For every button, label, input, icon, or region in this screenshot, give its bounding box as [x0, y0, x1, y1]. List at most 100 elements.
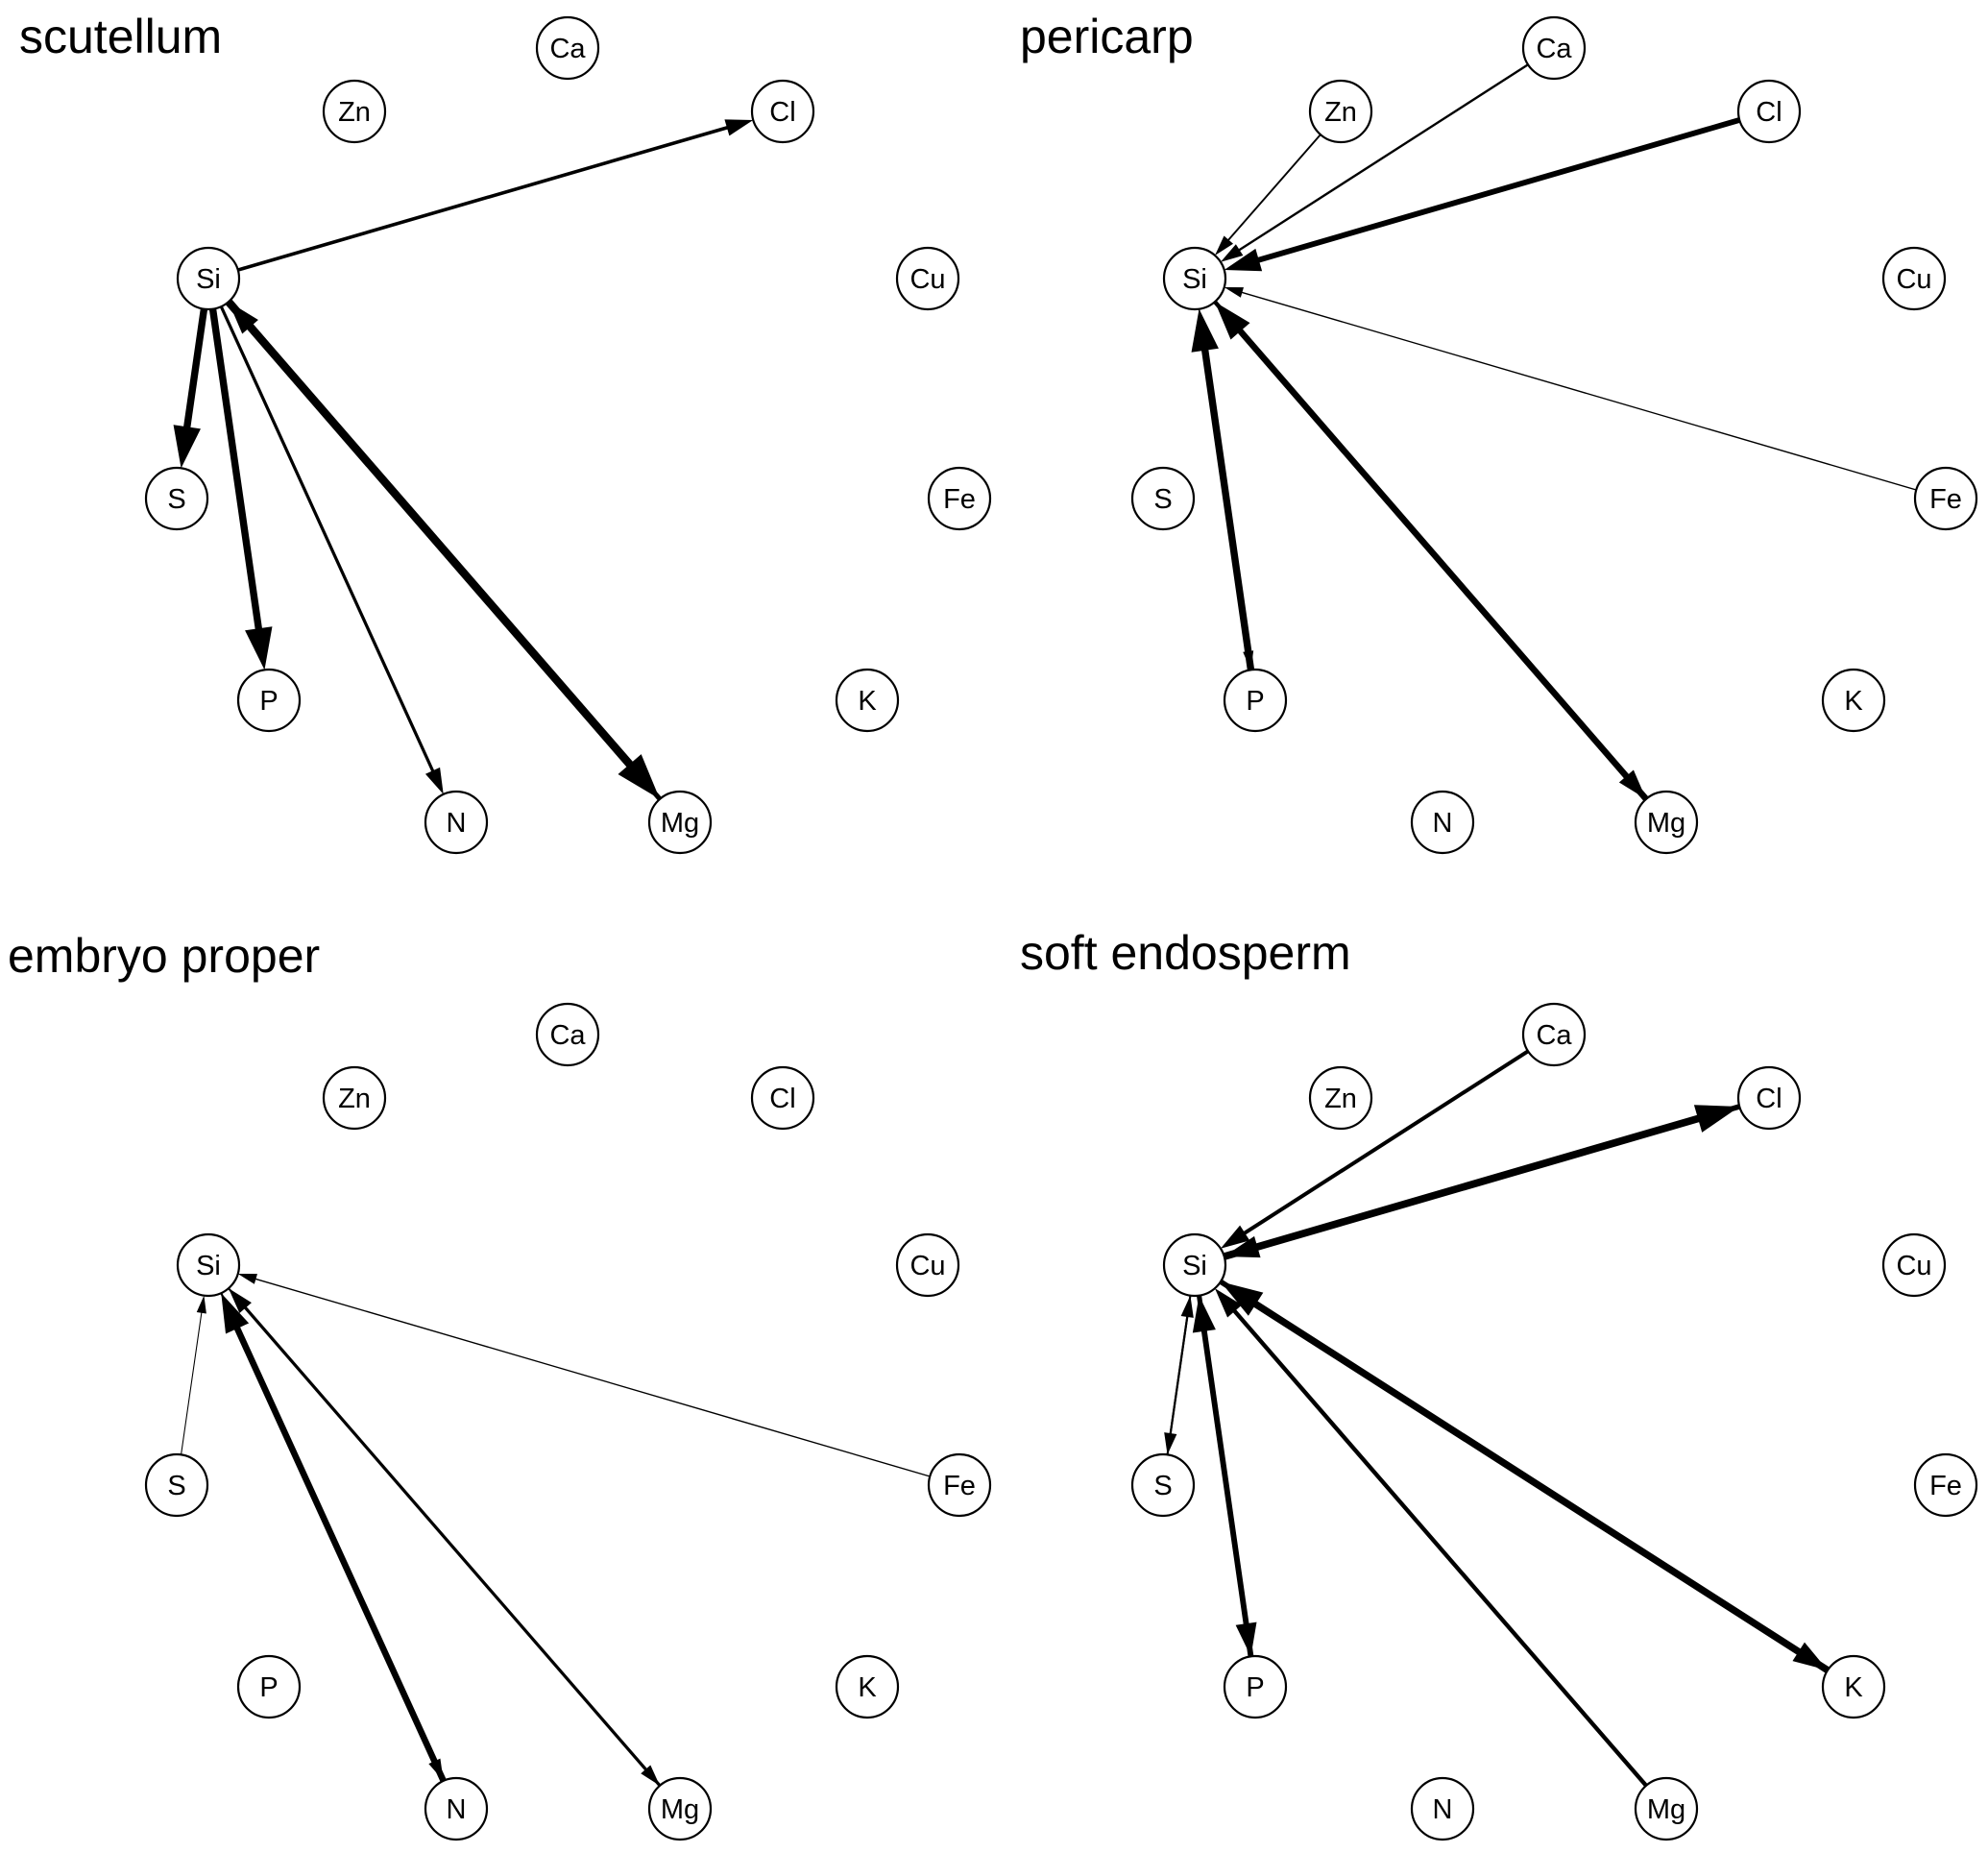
node-label: N: [447, 1794, 467, 1825]
node-si: Si: [176, 1232, 241, 1298]
node-label: Ca: [549, 1020, 586, 1051]
node-fe: Fe: [1913, 1452, 1978, 1518]
node-zn: Zn: [1308, 79, 1373, 144]
node-label: Si: [196, 264, 221, 295]
edge-line: [1213, 300, 1630, 779]
arrowhead: [724, 119, 754, 136]
node-s: S: [144, 1452, 209, 1518]
node-label: Fe: [943, 484, 976, 515]
node-circle: [1821, 668, 1886, 733]
node-circle: [535, 15, 600, 81]
edge-mg-to-si: [1214, 1288, 1648, 1788]
node-circle: [647, 790, 713, 855]
node-label: Cu: [1896, 264, 1931, 295]
node-label: Mg: [1647, 808, 1685, 839]
edge-line: [1219, 1279, 1802, 1655]
arrowhead: [1618, 769, 1647, 799]
arrowhead: [1220, 1225, 1250, 1249]
edge-s-to-si: [181, 1295, 206, 1455]
node-si: Si: [1162, 246, 1227, 311]
arrowhead: [221, 1293, 250, 1334]
node-n: N: [1410, 1776, 1475, 1841]
node-circle: [1913, 466, 1978, 531]
node-label: Mg: [661, 808, 699, 839]
node-ca: Ca: [535, 15, 600, 81]
node-circle: [1521, 15, 1587, 81]
node-circle: [1521, 1002, 1587, 1067]
arrowhead: [1224, 286, 1244, 298]
node-label: Mg: [1647, 1794, 1685, 1825]
edge-line: [1231, 1308, 1648, 1788]
node-circle: [750, 1065, 815, 1131]
node-p: P: [236, 1654, 302, 1719]
arrowhead: [1164, 1432, 1177, 1455]
arrowhead: [228, 302, 258, 334]
node-label: Si: [196, 1251, 221, 1281]
node-ca: Ca: [1521, 1002, 1587, 1067]
node-p: P: [1223, 1654, 1288, 1719]
node-label: S: [167, 484, 185, 515]
edge-line: [1254, 1104, 1741, 1251]
node-label: Si: [1182, 1251, 1207, 1281]
node-label: Zn: [338, 97, 371, 128]
node-fe: Fe: [927, 1452, 992, 1518]
node-label: Si: [1182, 264, 1207, 295]
edge-mg-to-si: [228, 302, 662, 801]
node-circle: [1881, 246, 1947, 311]
node-label: Zn: [1324, 97, 1357, 128]
node-label: S: [1153, 1471, 1172, 1501]
node-circle: [647, 1776, 713, 1841]
node-cu: Cu: [895, 1232, 960, 1298]
node-label: Cu: [909, 1251, 945, 1281]
node-circle: [322, 1065, 387, 1131]
edge-line: [1237, 63, 1529, 253]
node-circle: [535, 1002, 600, 1067]
node-k: K: [835, 668, 900, 733]
node-label: Ca: [1536, 34, 1572, 64]
arrowhead: [245, 626, 273, 670]
arrowhead: [641, 1765, 661, 1786]
arrowhead: [1215, 235, 1234, 256]
node-label: S: [167, 1471, 185, 1501]
node-circle: [1634, 1776, 1699, 1841]
node-circle: [236, 1654, 302, 1719]
node-label: Cl: [1756, 97, 1782, 128]
node-mg: Mg: [1634, 790, 1699, 855]
node-circle: [1130, 1452, 1196, 1518]
node-si: Si: [176, 246, 241, 311]
node-label: P: [1246, 686, 1264, 717]
node-cl: Cl: [750, 1065, 815, 1131]
arrowhead: [1224, 248, 1263, 272]
node-label: N: [1433, 1794, 1453, 1825]
node-circle: [1736, 1065, 1802, 1131]
node-circle: [236, 668, 302, 733]
panel-title: soft endosperm: [1020, 926, 1351, 980]
node-circle: [1736, 79, 1802, 144]
node-label: Ca: [1536, 1020, 1572, 1051]
edges: [1164, 1049, 1830, 1788]
arrowhead: [1220, 244, 1244, 262]
node-s: S: [1130, 1452, 1196, 1518]
node-label: Cu: [1896, 1251, 1931, 1281]
node-circle: [1130, 466, 1196, 531]
edge-p-to-si: [1191, 308, 1255, 670]
panel-title: pericarp: [1020, 10, 1194, 63]
arrowhead: [196, 1295, 206, 1314]
node-zn: Zn: [1308, 1065, 1373, 1131]
edge-ca-to-si: [1220, 63, 1529, 262]
node-circle: [1162, 1232, 1227, 1298]
arrowhead: [237, 1273, 257, 1284]
node-label: Zn: [338, 1084, 371, 1114]
arrowhead: [1224, 1235, 1261, 1258]
node-n: N: [1410, 790, 1475, 855]
node-circle: [176, 1232, 241, 1298]
node-label: K: [1844, 686, 1863, 717]
node-label: N: [1433, 808, 1453, 839]
arrowhead: [1191, 308, 1219, 353]
edge-si-to-mg: [228, 1287, 661, 1786]
node-s: S: [1130, 466, 1196, 531]
